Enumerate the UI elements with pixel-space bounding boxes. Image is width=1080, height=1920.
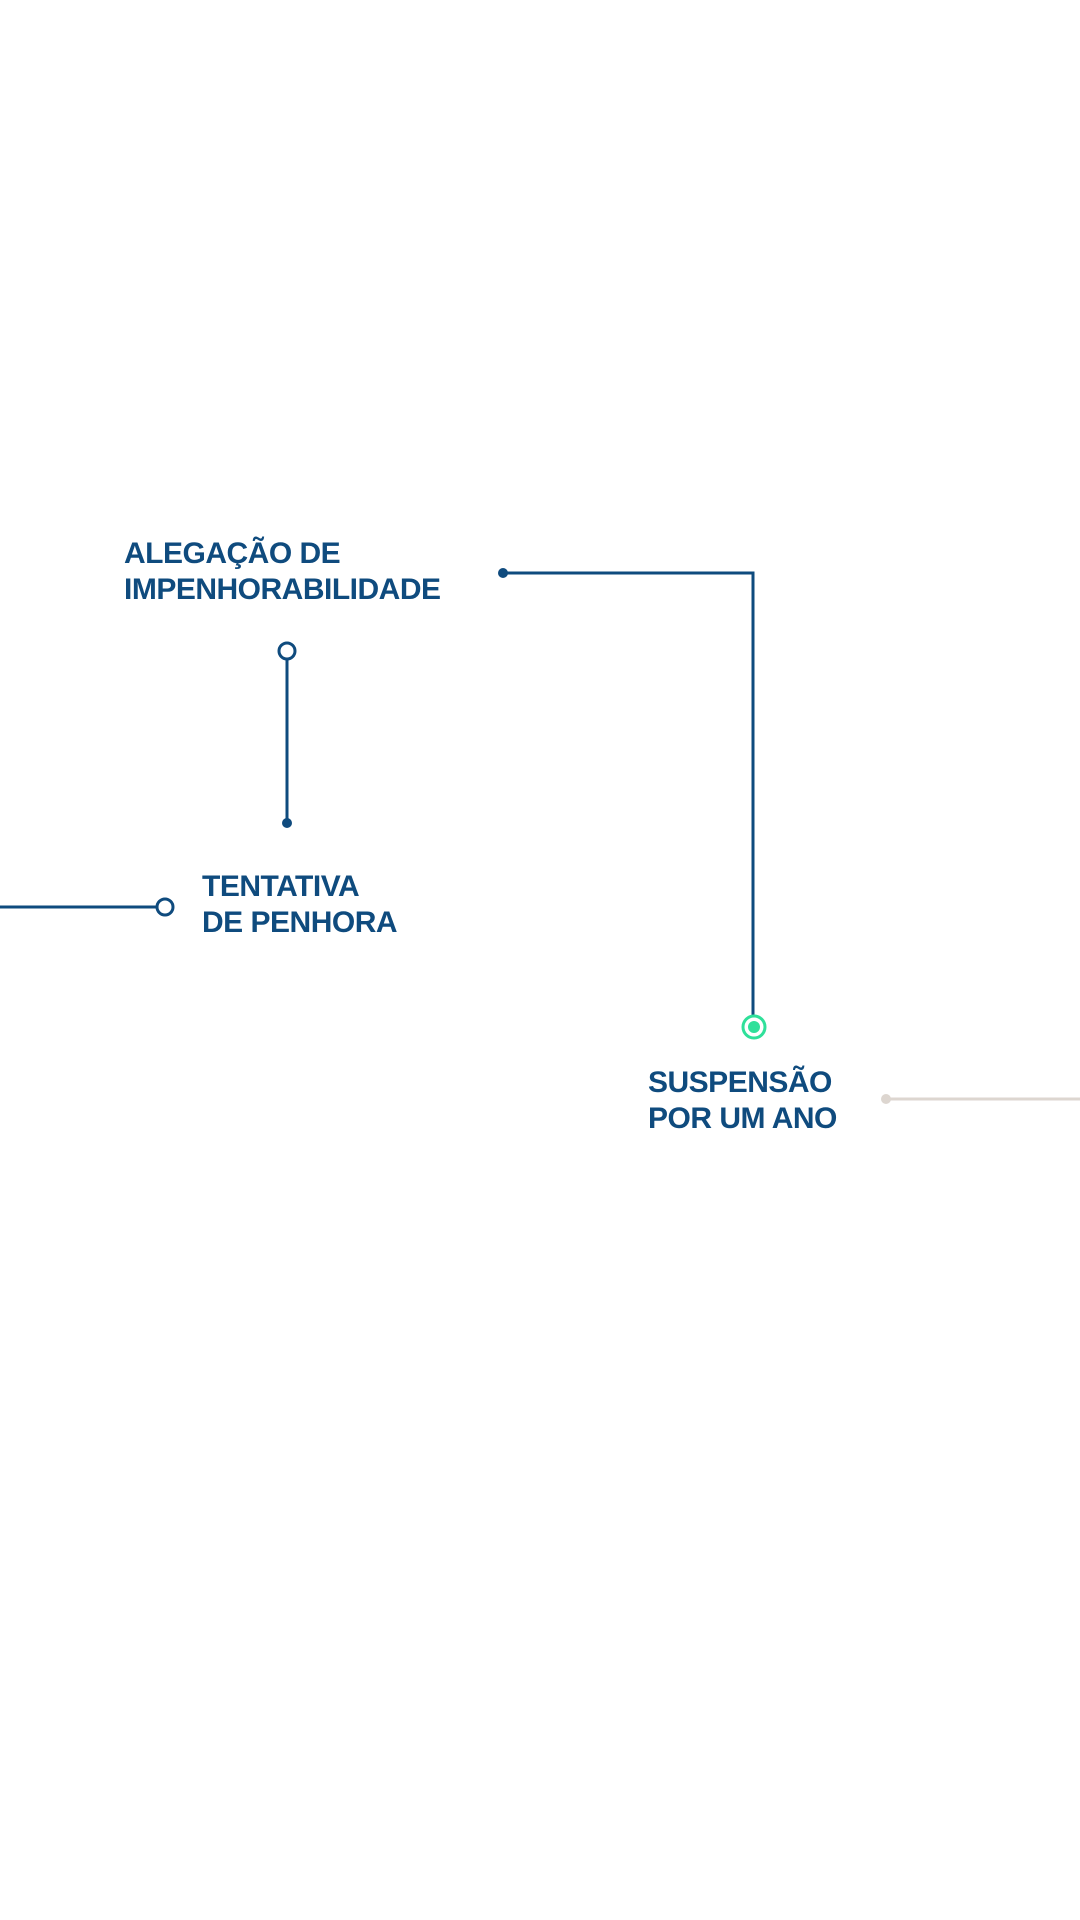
step-label-line: IMPENHORABILIDADE xyxy=(124,573,441,606)
tentativa-node-dot xyxy=(282,818,292,828)
step-label-line: ALEGAÇÃO DE xyxy=(124,537,341,570)
step-label-line: TENTATIVA xyxy=(202,870,360,903)
step-label-line: SUSPENSÃO xyxy=(648,1066,832,1099)
step-label-line: DE PENHORA xyxy=(202,906,398,939)
tentativa-node-open xyxy=(155,897,175,917)
step-label-line: POR UM ANO xyxy=(648,1102,837,1135)
step-label-alegacao-de-impenhorabilidade: ALEGAÇÃO DE IMPENHORABILIDADE xyxy=(124,536,441,608)
suspensao-active-node-dot xyxy=(748,1021,760,1033)
step-label-suspensao-por-um-ano: SUSPENSÃO POR UM ANO xyxy=(648,1065,837,1137)
alegacao-node-open xyxy=(277,641,297,661)
connector-alegacao-to-suspensao xyxy=(503,571,755,1018)
step-label-tentativa-de-penhora: TENTATIVA DE PENHORA xyxy=(202,869,398,941)
